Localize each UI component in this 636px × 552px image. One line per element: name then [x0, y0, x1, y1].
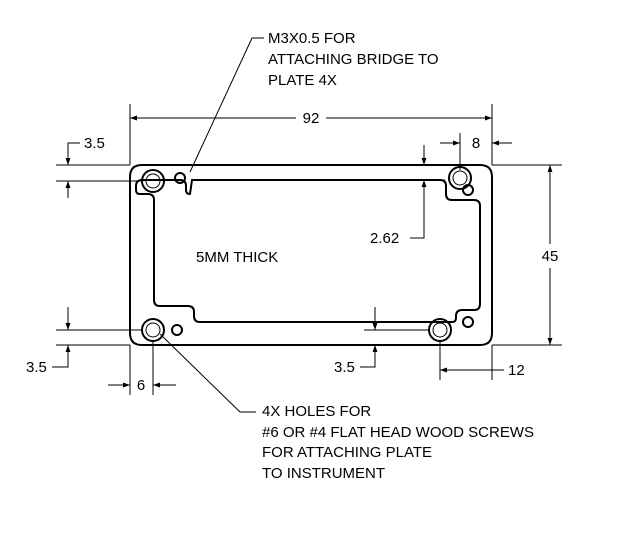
dim-left-hole-x [108, 341, 176, 395]
dim-right-hole-x-label: 12 [508, 362, 525, 379]
dim-bottom-mid-offset [360, 307, 429, 368]
dim-right-hole-x [439, 341, 504, 380]
dim-notch-depth [410, 145, 445, 239]
dim-top-right-offset [440, 133, 512, 170]
thickness-note: 5MM THICK [196, 249, 278, 266]
top-callout-leader [189, 37, 264, 173]
top-callout-line-2: ATTACHING BRIDGE TO [268, 51, 439, 68]
plate-cutout [135, 179, 481, 323]
bottom-callout-line-1: 4X HOLES FOR [262, 403, 371, 420]
bottom-callout-line-2: #6 OR #4 FLAT HEAD WOOD SCREWS [262, 424, 534, 441]
dim-top-right-offset-label: 8 [472, 135, 480, 152]
dim-left-hole-x-label: 6 [137, 377, 145, 394]
tapped-hole-icon [171, 324, 183, 336]
dim-bottom-left-offset [52, 307, 142, 368]
dim-bottom-left-offset-label: 3.5 [26, 359, 47, 376]
top-callout-line-1: M3X0.5 FOR [268, 30, 356, 47]
dim-top-left-offset-label: 3.5 [84, 135, 105, 152]
dim-overall-width-label: 92 [303, 110, 320, 127]
dim-overall-height [492, 164, 562, 346]
tapped-hole-icon [462, 316, 474, 328]
top-callout-line-3: PLATE 4X [268, 72, 337, 89]
plate-outline [129, 164, 493, 346]
tapped-hole-icon [462, 184, 474, 196]
countersunk-hole-icon [141, 318, 165, 342]
dim-overall-height-label: 45 [542, 248, 559, 265]
dim-notch-depth-label: 2.62 [370, 230, 399, 247]
tapped-hole-icon [174, 172, 186, 184]
dim-top-left-offset [56, 142, 142, 198]
bottom-callout-line-4: TO INSTRUMENT [262, 465, 385, 482]
dim-bottom-mid-offset-label: 3.5 [334, 359, 355, 376]
bottom-callout-line-3: FOR ATTACHING PLATE [262, 444, 432, 461]
bottom-callout-leader [159, 333, 256, 413]
